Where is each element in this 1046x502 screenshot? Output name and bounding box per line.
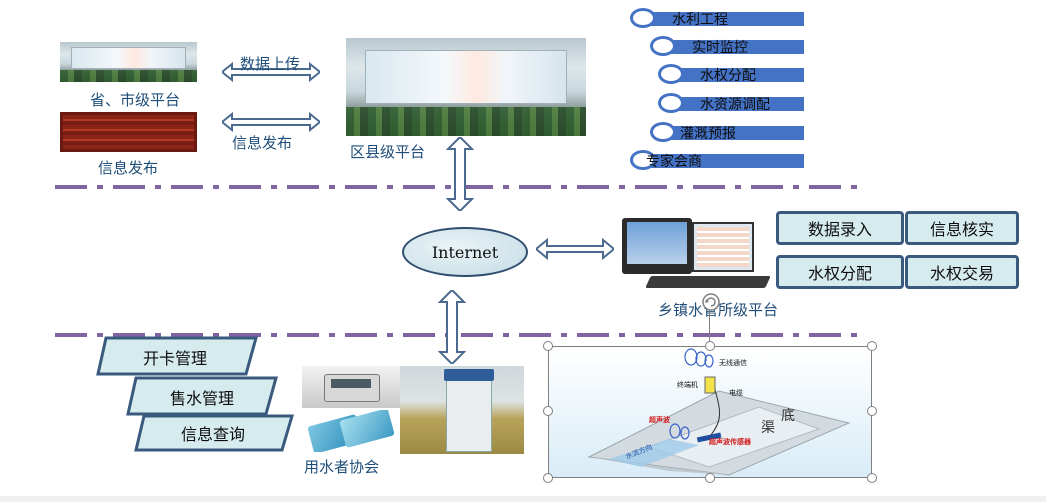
ultrasonic-label: 超声波 xyxy=(649,416,670,424)
card-info-query: 信息查询 xyxy=(180,425,245,444)
card-function-shapes xyxy=(96,336,295,452)
internet-node: Internet xyxy=(402,227,528,277)
function-bar-irrigation-forecast: 灌溉预报 xyxy=(650,122,804,144)
rotate-connector-line xyxy=(709,310,710,342)
wireless-comm-label: 无线通信 xyxy=(719,359,747,367)
county-platform-label: 区县级平台 xyxy=(350,143,426,161)
computer-monitor-icon xyxy=(622,218,692,274)
card-open-management: 开卡管理 xyxy=(142,349,207,368)
box-info-verification: 信息核实 xyxy=(905,211,1019,245)
box-water-rights-trading: 水权交易 xyxy=(905,255,1019,289)
keyboard-icon xyxy=(645,276,771,288)
bullet-circle-icon xyxy=(650,36,676,56)
resize-handle[interactable] xyxy=(867,406,877,416)
resize-handle[interactable] xyxy=(543,406,553,416)
rotate-handle-icon[interactable] xyxy=(701,292,721,312)
info-publish-label: 信息发布 xyxy=(98,159,159,177)
resize-handle[interactable] xyxy=(867,473,877,483)
internet-label: Internet xyxy=(431,242,499,262)
function-bar-water-allocation: 水资源调配 xyxy=(658,93,804,115)
data-upload-label: 数据上传 xyxy=(240,55,301,73)
internet-users-arrow xyxy=(438,290,466,364)
function-bar-water-engineering: 水利工程 xyxy=(630,8,804,30)
township-platform-label: 乡镇水管所级平台 xyxy=(658,301,779,319)
bullet-circle-icon xyxy=(658,93,684,113)
card-reader-image xyxy=(302,366,400,408)
function-bar-expert-consultation: 专家会商 xyxy=(630,150,804,172)
info-publish-arrow-label: 信息发布 xyxy=(232,134,293,152)
box-data-entry: 数据录入 xyxy=(776,211,904,245)
cable-label: 电缆 xyxy=(729,389,743,397)
resize-handle[interactable] xyxy=(705,341,715,351)
terminal-label: 终端机 xyxy=(677,381,698,389)
water-users-association-label: 用水者协会 xyxy=(304,458,380,476)
canal-label: 渠 xyxy=(761,420,775,436)
function-bar-water-rights: 水权分配 xyxy=(658,64,804,86)
bullet-circle-icon xyxy=(658,64,684,84)
resize-handle[interactable] xyxy=(543,473,553,483)
provincial-platform-label: 省、市级平台 xyxy=(90,91,181,109)
bottom-strip xyxy=(0,496,1046,502)
info-publish-arrow xyxy=(222,112,320,132)
resize-handle[interactable] xyxy=(867,341,877,351)
bullet-circle-icon xyxy=(650,122,676,142)
computer-screen-icon xyxy=(692,222,754,272)
data-upload-arrow xyxy=(222,62,320,82)
ic-cards-image xyxy=(302,410,400,452)
internet-township-arrow xyxy=(536,238,614,260)
county-internet-arrow xyxy=(446,137,474,211)
bullet-circle-icon xyxy=(630,150,656,170)
card-sale-management: 售水管理 xyxy=(169,389,234,408)
box-water-rights-allocation: 水权分配 xyxy=(776,255,904,289)
bottom-label: 底 xyxy=(781,408,795,424)
function-bar-realtime-monitoring: 实时监控 xyxy=(650,36,804,58)
led-board-image xyxy=(60,112,197,152)
canal-sensor-diagram: 无线通信 终端机 电缆 超声波 超声波传感器 水流方向 渠 底 xyxy=(548,346,872,478)
resize-handle[interactable] xyxy=(543,341,553,351)
resize-handle[interactable] xyxy=(705,473,715,483)
provincial-videowall-image xyxy=(60,42,197,82)
water-cabinet-image xyxy=(400,366,524,454)
sensor-label: 超声波传感器 xyxy=(709,438,751,446)
bullet-circle-icon xyxy=(630,8,656,28)
county-videowall-image xyxy=(346,38,586,136)
